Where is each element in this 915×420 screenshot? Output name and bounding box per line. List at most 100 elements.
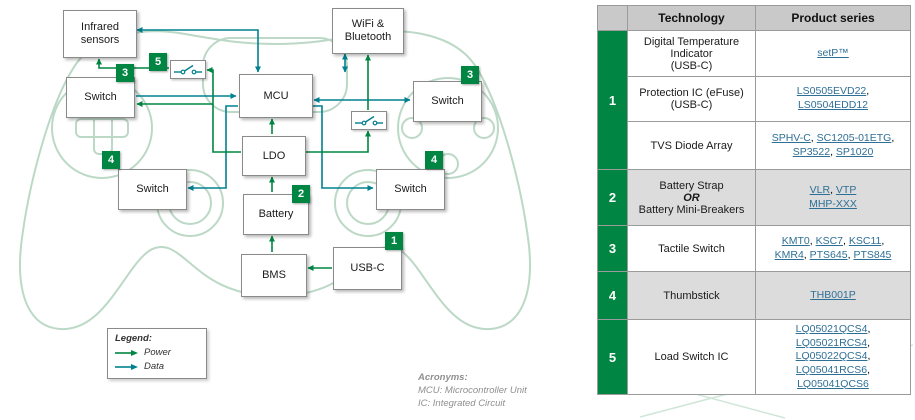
- product-link[interactable]: KMR4: [774, 248, 804, 261]
- technology-label: Digital Temperature Indicator: [643, 35, 740, 60]
- text-separator: ,: [891, 131, 895, 144]
- product-link[interactable]: LQ05022QCS4: [795, 350, 868, 363]
- badge-1-usbc: 1: [385, 232, 403, 250]
- badge-4-thumb-left: 4: [102, 151, 120, 169]
- block-label: MCU: [263, 89, 289, 102]
- text-separator: ,: [830, 183, 836, 196]
- technology-cell: Thumbstick: [627, 271, 756, 320]
- technology-label: Load Switch IC: [654, 351, 729, 364]
- block-label: LDO: [262, 149, 286, 162]
- badge-4-thumb-right: 4: [425, 151, 443, 169]
- block-ldo: LDO: [242, 136, 306, 176]
- load-switch-symbol-box-left: [170, 60, 206, 79]
- badge-3-switch-right: 3: [461, 66, 479, 84]
- col-header-number: [597, 5, 628, 31]
- technology-cell: Protection IC (eFuse)(USB-C): [627, 76, 756, 122]
- block-label: Infrared sensors: [80, 21, 120, 46]
- products-cell: SPHV-C, SC1205-01ETG,SP3522, SP1020: [755, 121, 911, 170]
- product-link[interactable]: KMT0: [781, 234, 810, 247]
- product-link[interactable]: KSC7: [815, 234, 844, 247]
- product-link[interactable]: LS0505EVD22: [796, 85, 867, 98]
- technology-label: Tactile Switch: [658, 242, 725, 255]
- row-number-cell: 2: [597, 169, 628, 226]
- product-link[interactable]: VLR: [809, 183, 831, 196]
- acronyms-note: Acronyms: MCU: Microcontroller Unit IC: …: [418, 372, 527, 410]
- technology-label: (USB-C): [670, 99, 713, 111]
- product-link[interactable]: SC1205-01ETG: [816, 131, 892, 144]
- acronym-line: IC: Integrated Circuit: [418, 397, 506, 409]
- block-label: Battery: [258, 208, 294, 221]
- product-link[interactable]: PTS645: [809, 248, 848, 261]
- text-separator: ,: [867, 363, 871, 376]
- legend-power-label: Power: [144, 347, 171, 358]
- products-cell: THB001P: [755, 271, 911, 320]
- row-number-cell: 3: [597, 225, 628, 272]
- acronym-line: MCU: Microcontroller Unit: [418, 384, 527, 396]
- legend: Legend: Power Data: [107, 328, 207, 379]
- technology-cell: Tactile Switch: [627, 225, 756, 272]
- product-link[interactable]: LQ05041RCS6: [795, 363, 868, 376]
- technology-label: Battery Strap: [659, 179, 724, 192]
- table-row: Protection IC (eFuse)(USB-C) LS0505EVD22,…: [598, 76, 911, 122]
- diagram-arrows: [96, 27, 411, 271]
- product-link[interactable]: SPHV-C: [771, 131, 811, 144]
- data-arrow-icon: [115, 363, 138, 370]
- power-arrow-icon: [115, 349, 138, 356]
- text-separator: ,: [830, 145, 836, 158]
- block-bms: BMS: [241, 254, 307, 297]
- product-link[interactable]: LQ05021RCS4: [795, 336, 868, 349]
- text-separator: ,: [803, 248, 810, 261]
- technology-label: (USB-C): [670, 59, 713, 72]
- badge-3-switch-left: 3: [116, 64, 134, 82]
- row-number-cell: 4: [597, 271, 628, 320]
- block-label: Switch: [136, 183, 169, 196]
- product-link[interactable]: LQ05041QCS6: [797, 377, 869, 390]
- block-wifi-bluetooth: WiFi & Bluetooth: [332, 8, 404, 54]
- block-label: WiFi & Bluetooth: [344, 18, 392, 43]
- product-link[interactable]: SP1020: [835, 145, 874, 158]
- product-link[interactable]: MHP-XXX: [809, 197, 857, 210]
- product-link[interactable]: setP™: [817, 46, 849, 59]
- technology-label: TVS Diode Array: [650, 139, 733, 152]
- product-link[interactable]: LS0504EDD12: [797, 99, 869, 111]
- technology-cell: Digital Temperature Indicator(USB-C): [627, 30, 756, 77]
- load-switch-icon: [174, 64, 202, 75]
- block-label: Switch: [394, 183, 427, 196]
- text-separator: ,: [867, 323, 871, 335]
- row-number-cell: 1: [597, 30, 628, 170]
- product-link[interactable]: LQ05021QCS4: [795, 323, 868, 335]
- product-link[interactable]: SP3522: [792, 145, 831, 158]
- arrow-data-infrared-mcu: [136, 27, 261, 73]
- technology-label: Battery Mini-Breakers: [638, 203, 745, 216]
- col-header-product-series: Product series: [755, 5, 911, 31]
- block-label: USB-C: [350, 262, 385, 275]
- text-separator: ,: [866, 85, 870, 98]
- products-cell: KMT0, KSC7, KSC11,KMR4, PTS645, PTS845: [755, 225, 911, 272]
- arrow-data-mcu-switch-br: [312, 105, 374, 191]
- text-separator: ,: [847, 248, 854, 261]
- block-switch-top-left: Switch: [66, 77, 135, 118]
- product-link[interactable]: KSC11: [848, 234, 882, 247]
- product-link[interactable]: THB001P: [810, 288, 856, 301]
- text-separator: ,: [809, 234, 816, 247]
- legend-data-label: Data: [144, 361, 165, 372]
- load-switch-symbol-box-right: [351, 111, 387, 130]
- product-link[interactable]: PTS845: [853, 248, 892, 261]
- block-switch-top-right: Switch: [413, 81, 482, 122]
- table-row: 4 Thumbstick THB001P: [597, 271, 911, 320]
- arrow-power-ldo-loadswitch-right: [305, 130, 371, 153]
- controller-diagram: Infrared sensors WiFi & Bluetooth Switch…: [19, 8, 531, 410]
- technology-label: Thumbstick: [663, 289, 720, 302]
- block-infrared-sensors: Infrared sensors: [63, 10, 137, 58]
- legend-title: Legend:: [115, 333, 152, 344]
- text-separator: ,: [867, 336, 871, 349]
- text-separator: ,: [843, 234, 849, 247]
- product-link[interactable]: VTP: [835, 183, 857, 196]
- badge-5-load-switch: 5: [149, 53, 167, 71]
